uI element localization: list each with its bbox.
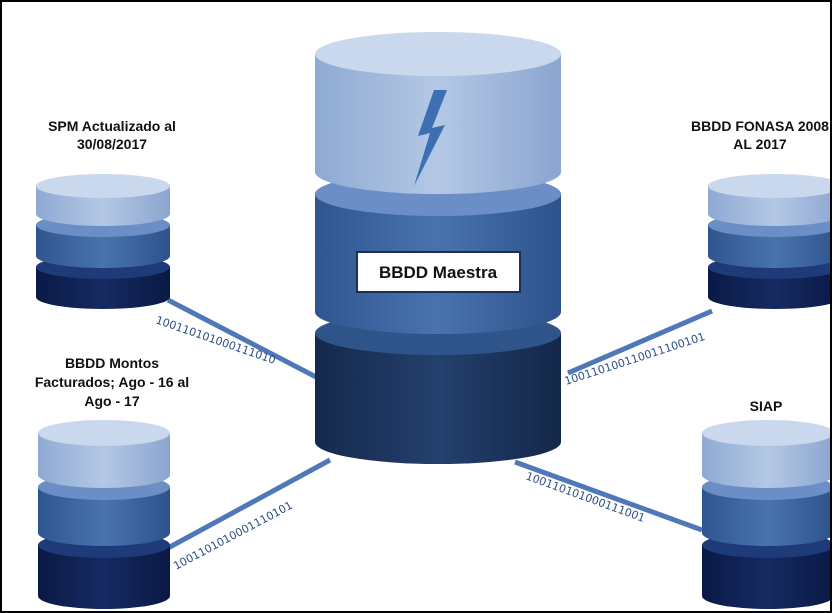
database-fonasa [708,174,832,309]
lightning-bolt-icon [414,90,447,186]
master-label: BBDD Maestra [379,263,498,282]
montos-label-line2: Facturados; Ago - 16 al [35,374,189,390]
master-database: BBDD Maestra [315,32,561,464]
spm-label-line2: 30/08/2017 [77,136,147,152]
database-montos [38,420,170,609]
siap-label: SIAP [750,398,783,414]
database-siap [702,420,832,609]
montos-label-line3: Ago - 17 [84,393,139,409]
master-label-box [356,251,521,293]
database-spm [36,174,170,309]
fonasa-label-line1: BBDD FONASA 2008 [691,118,829,134]
montos-label-line1: BBDD Montos [65,355,159,371]
fonasa-label-line2: AL 2017 [733,136,787,152]
spm-label-line1: SPM Actualizado al [48,118,176,134]
